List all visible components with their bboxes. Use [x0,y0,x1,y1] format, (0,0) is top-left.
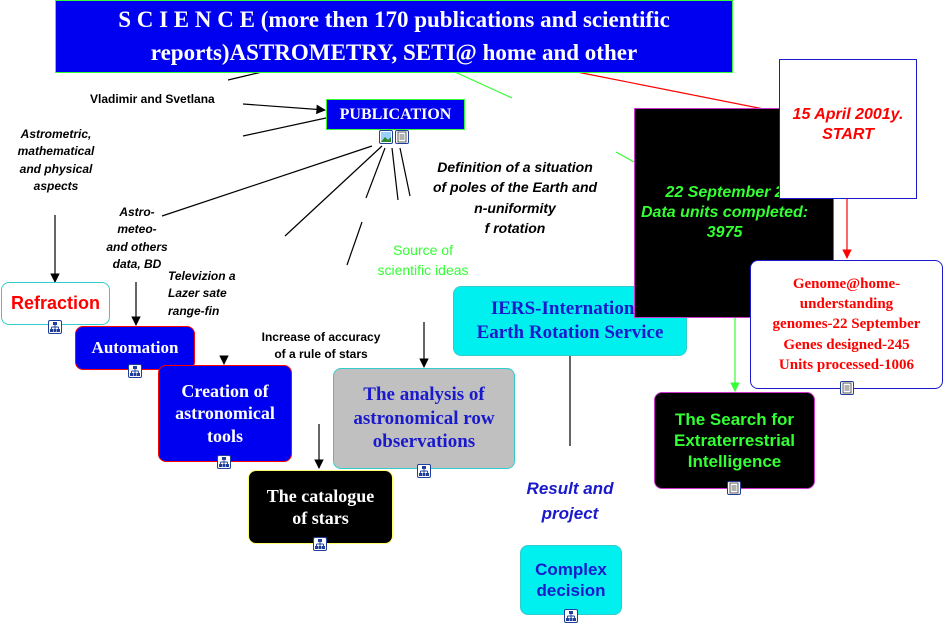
catalogue-of-stars-node[interactable]: The catalogue of stars [248,470,393,544]
genome-node[interactable]: Genome@home- understanding genomes-22 Se… [750,260,943,389]
creation-of-tools-node[interactable]: Creation of astronomical tools [158,365,292,462]
source-label: Source of scientific ideas [377,242,469,279]
authors-label: Vladimir and Svetlana [90,92,215,106]
document-icon[interactable] [727,481,741,495]
complex-decision-node[interactable]: Complex decision [520,545,622,615]
tree-diagram-icon[interactable] [313,537,327,551]
tree-diagram-icon[interactable] [417,464,431,478]
tree-diagram-icon[interactable] [217,455,231,469]
poles-label: Definition of a situation of poles of th… [432,159,598,236]
main-title: S C I E N C E (more then 170 publication… [55,0,733,73]
television-label: Televizion a Lazer sate range-fin [168,269,236,318]
aspects-label: Astrometric, mathematical and physical a… [17,127,95,194]
start-date-node[interactable]: 15 April 2001y. START [779,59,917,199]
automation-node[interactable]: Automation [75,326,195,370]
astro-meteo-label: Astro- meteo- and others data, BD [106,205,168,272]
publication-node[interactable]: PUBLICATION [326,99,465,130]
accuracy-label: Increase of accuracy of a rule of stars [261,330,381,362]
seti-search-node[interactable]: The Search for Extraterrestrial Intellig… [654,392,815,489]
result-label: Result and project [526,479,614,523]
refraction-node[interactable]: Refraction [1,282,110,325]
analysis-node[interactable]: The analysis of astronomical row observa… [333,368,515,469]
document-icon[interactable] [840,381,854,395]
tree-diagram-icon[interactable] [128,364,142,378]
image-icon[interactable] [379,130,393,144]
tree-diagram-icon[interactable] [564,609,578,623]
tree-diagram-icon[interactable] [48,320,62,334]
document-icon[interactable] [395,130,409,144]
